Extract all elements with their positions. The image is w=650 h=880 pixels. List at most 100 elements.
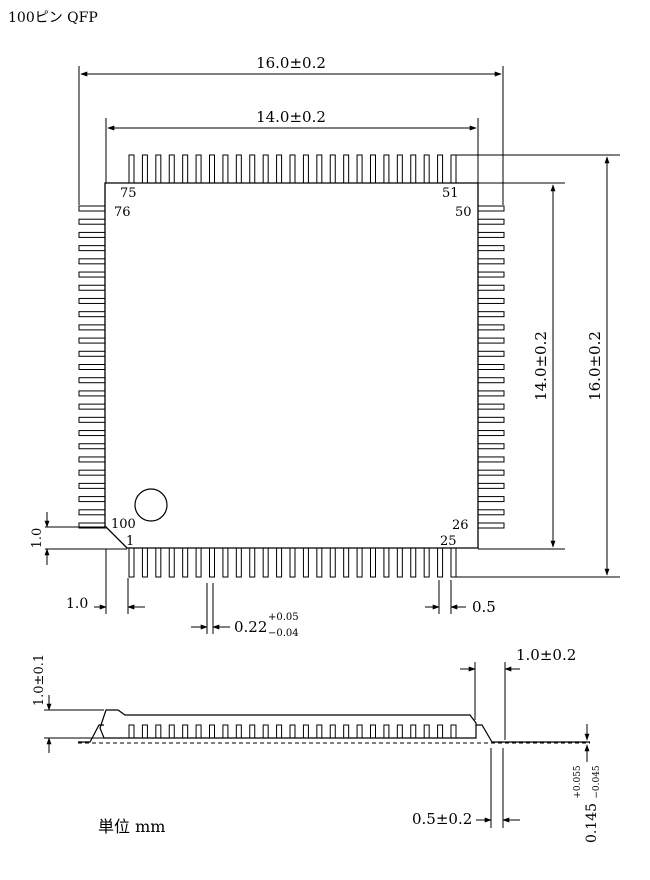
package-body: [104, 182, 479, 549]
pin-left: [78, 350, 107, 357]
pin-label-50: 50: [455, 205, 472, 220]
pin-left: [78, 416, 107, 423]
side-lead: [316, 724, 323, 739]
dim-right-outer-label: 16.0±0.2: [586, 331, 604, 401]
side-lead: [370, 724, 376, 739]
pin-top: [168, 154, 175, 184]
pin-bottom: [128, 547, 135, 578]
pin-left: [78, 258, 107, 265]
side-lead: [155, 724, 162, 739]
pin-left: [78, 509, 107, 516]
pin-right: [477, 416, 505, 423]
side-view-dimensions: [44, 662, 590, 828]
side-lead: [383, 724, 390, 739]
side-lead: [450, 724, 457, 739]
pin-bottom: [222, 547, 229, 578]
side-lead: [423, 724, 430, 739]
dim-right-inner-label: 14.0±0.2: [532, 331, 550, 401]
pin-top: [316, 154, 323, 184]
side-lead: [396, 724, 403, 739]
pin-bottom: [249, 547, 256, 578]
pin-right: [477, 390, 505, 397]
pin-left: [78, 245, 107, 252]
pin-top: [128, 154, 135, 184]
pin-top: [141, 154, 148, 184]
units-label: 単位 mm: [98, 817, 165, 836]
pin-right: [477, 218, 505, 225]
pin-bottom: [343, 547, 350, 578]
pin-left: [78, 390, 107, 397]
pin-top: [423, 154, 430, 184]
dim-side-foot-label: 0.5±0.2: [412, 810, 472, 828]
side-lead: [276, 724, 283, 739]
pin-bottom: [437, 547, 444, 578]
pin-top: [302, 154, 309, 184]
pin-left: [78, 482, 107, 489]
dim-side-thickness-plus: +0.055: [573, 765, 583, 799]
pin-left: [78, 377, 107, 384]
pin-top: [155, 154, 162, 184]
pin-top: [450, 154, 457, 184]
pin-label-1: 1: [126, 534, 134, 549]
dim-lead-width-label: 0.22: [234, 618, 267, 636]
top-view-dimensions: [44, 66, 620, 634]
pin-label-76: 76: [114, 205, 131, 220]
side-lead: [182, 724, 189, 739]
pin-left: [78, 456, 107, 463]
pin-right: [477, 522, 505, 529]
side-lead: [262, 724, 269, 739]
pin-right: [477, 403, 505, 410]
pin-top: [222, 154, 229, 184]
dim-pitch-label: 0.5: [472, 598, 496, 616]
pin-right: [477, 469, 505, 476]
pin-top: [343, 154, 350, 184]
pin-label-100: 100: [111, 517, 136, 532]
pin-left: [78, 443, 107, 450]
pins-left-column: [78, 205, 107, 529]
pin-top: [195, 154, 202, 184]
pin-top: [329, 154, 336, 184]
pin-bottom: [329, 547, 336, 578]
pin-top: [249, 154, 256, 184]
pin-right: [477, 258, 505, 265]
side-lead-left: [78, 724, 104, 743]
pin-right: [477, 297, 505, 304]
pin-top: [209, 154, 215, 184]
side-lead: [222, 724, 229, 739]
side-lead: [356, 724, 363, 739]
pins-right-column: [477, 205, 505, 529]
pin-top: [396, 154, 403, 184]
pin-left: [78, 337, 107, 344]
dim-top-outer-label: 16.0±0.2: [256, 54, 326, 72]
dim-top-inner-label: 14.0±0.2: [256, 108, 326, 126]
pin-label-75: 75: [120, 186, 137, 201]
pin-top: [182, 154, 189, 184]
side-lead: [209, 724, 215, 739]
pin-bottom: [396, 547, 403, 578]
pins-top-row: [128, 154, 457, 184]
pin-top: [262, 154, 269, 184]
pin-right: [477, 324, 505, 331]
side-lead: [195, 724, 202, 739]
side-lead: [329, 724, 336, 739]
pin-bottom: [316, 547, 323, 578]
side-lead: [343, 724, 350, 739]
side-view-leads: [128, 724, 457, 739]
pin-top: [370, 154, 376, 184]
pin-bottom: [262, 547, 269, 578]
pin-bottom: [410, 547, 417, 578]
pin-bottom: [356, 547, 363, 578]
pin-top: [235, 154, 242, 184]
pin-right: [477, 364, 505, 370]
pin-right: [477, 456, 505, 463]
pin-right: [477, 337, 505, 344]
pin-bottom: [276, 547, 283, 578]
pin-top: [383, 154, 390, 184]
dim-side-height-label: 1.0±0.1: [32, 654, 47, 706]
pin-left: [78, 205, 107, 212]
pin-top: [437, 154, 444, 184]
pin-left: [78, 218, 107, 225]
pin-left: [78, 271, 107, 278]
pin-right: [477, 231, 505, 238]
